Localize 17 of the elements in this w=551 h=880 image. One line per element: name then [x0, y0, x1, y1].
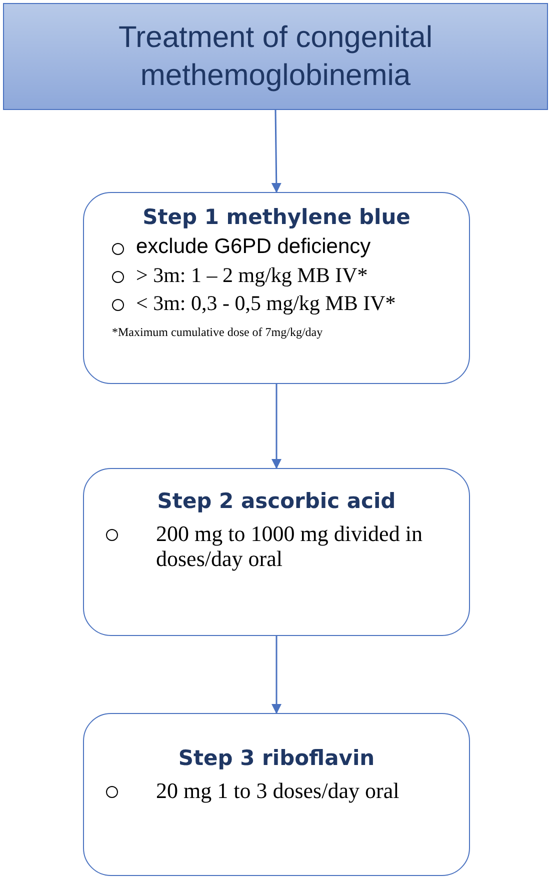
- list-item: < 3m: 0,3 - 0,5 mg/kg MB IV*: [136, 291, 396, 316]
- arrow: [271, 110, 282, 193]
- list-item: 20 mg 1 to 3 doses/day oral: [156, 778, 400, 804]
- step-box: [83, 192, 470, 384]
- list-item: exclude G6PD deficiency: [136, 235, 371, 260]
- arrow: [272, 384, 282, 469]
- step-box: [83, 713, 470, 876]
- list-item: > 3m: 1 – 2 mg/kg MB IV*: [136, 263, 368, 288]
- list-item: 200 mg to 1000 mg divided in doses/day oral: [156, 521, 424, 572]
- arrow: [272, 636, 282, 714]
- step-heading: Step 2 ascorbic acid: [156, 489, 397, 513]
- title-box: [3, 3, 548, 110]
- title-text: Treatment of congenital methemoglobinemia: [117, 20, 434, 94]
- step-box: [83, 468, 470, 636]
- step-heading: Step 3 riboflavin: [177, 746, 376, 770]
- footnote: *Maximum cumulative dose of 7mg/kg/day: [112, 325, 324, 340]
- step-heading: Step 1 methylene blue: [142, 205, 412, 229]
